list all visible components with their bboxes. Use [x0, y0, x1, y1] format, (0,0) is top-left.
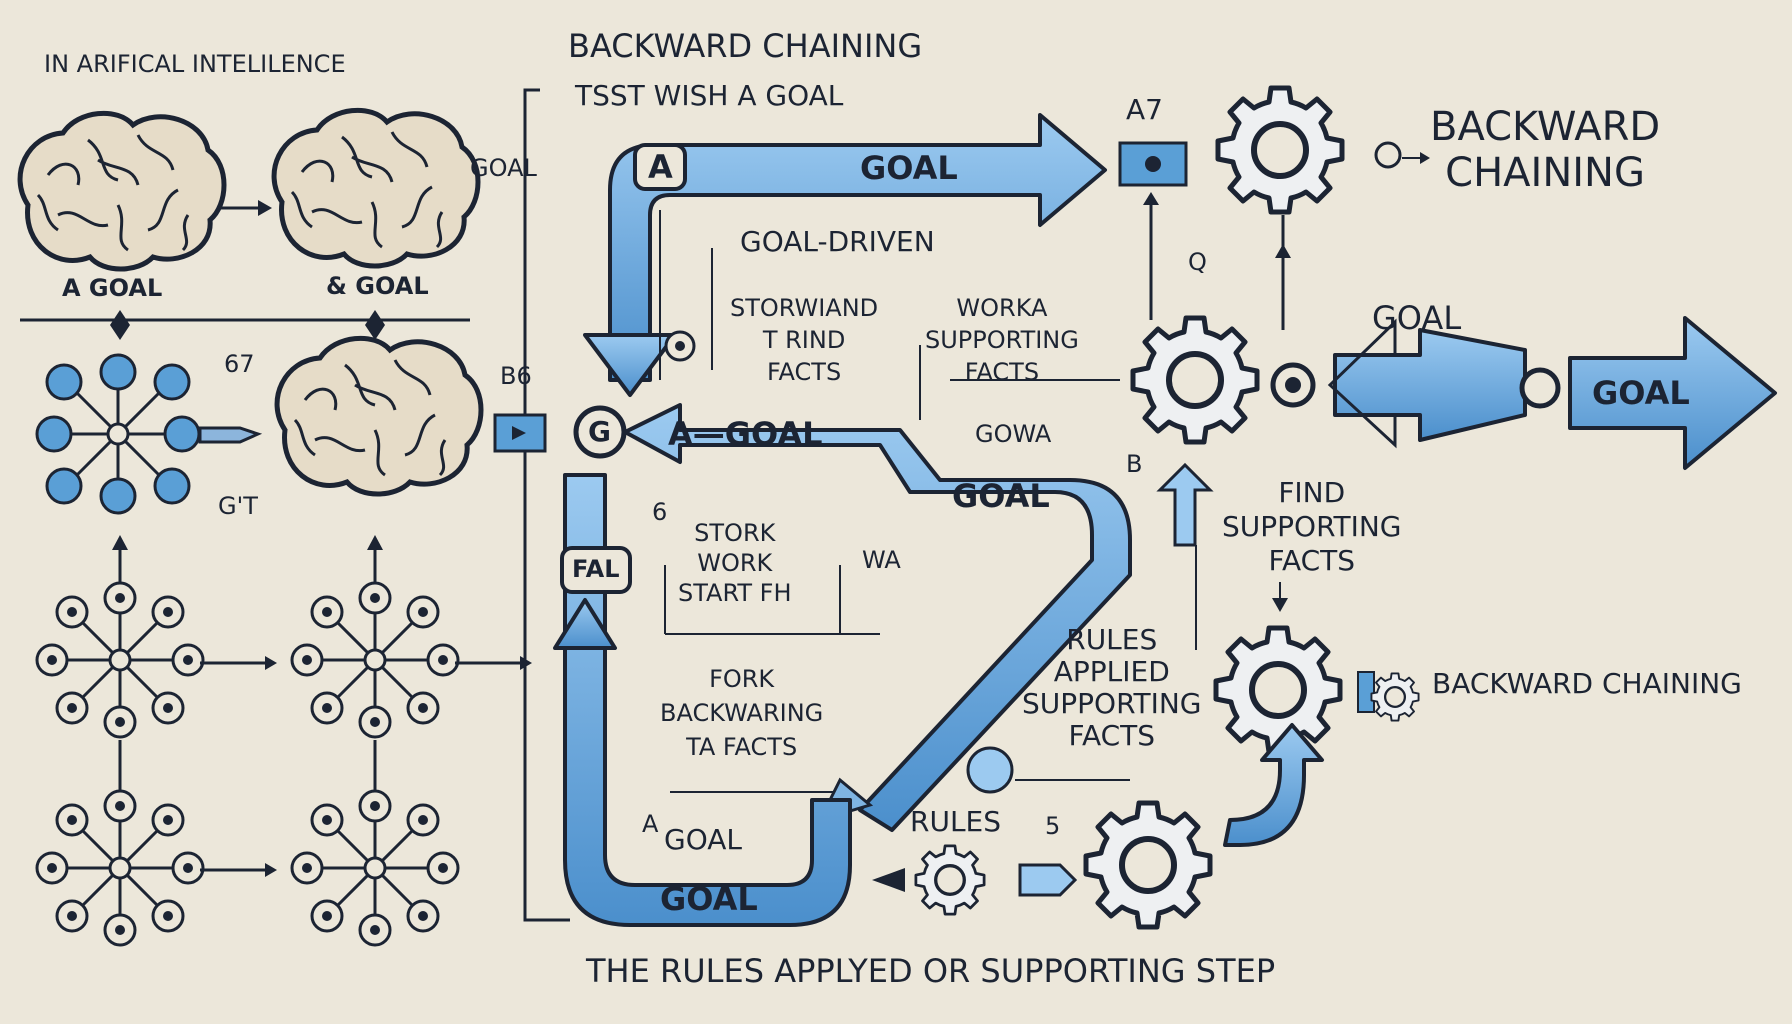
frame-bracket — [523, 88, 570, 922]
mid-arrow-label: A—GOAL — [668, 415, 823, 453]
network-node-blue — [35, 353, 201, 515]
arrowhead-icon — [1420, 152, 1430, 164]
small-blue-node — [966, 746, 1014, 794]
b-letter: B — [1126, 450, 1143, 478]
b-label: 5 — [1045, 812, 1061, 840]
node-g-circle — [573, 405, 627, 459]
down-arrowhead-icon — [583, 333, 677, 397]
fal-label: FAL — [572, 555, 620, 583]
node-a-label: A — [648, 148, 673, 186]
a7-label: A7 — [1126, 93, 1163, 126]
arrowhead-icon — [872, 868, 905, 892]
q-label: Q — [1188, 248, 1207, 276]
arrowhead-icon — [265, 863, 277, 877]
small-node-dot — [1145, 156, 1161, 172]
left-arrow-icon — [1333, 328, 1527, 442]
brain2-label: & GOAL — [326, 272, 429, 300]
label-gt: G'T — [218, 492, 258, 520]
arrowhead-icon — [258, 200, 272, 216]
arrowhead-icon — [112, 535, 128, 550]
arrowhead-icon — [367, 535, 383, 550]
diamond-icon — [110, 310, 130, 340]
up-arrowhead-icon — [553, 598, 617, 650]
brain1-label: A GOAL — [62, 274, 163, 302]
gear-icon — [1218, 88, 1342, 212]
backward-chaining-label: BACKWARD CHAINING — [1432, 667, 1742, 700]
small-node-dot — [675, 341, 685, 351]
a-goal-label: GOAL — [664, 823, 742, 856]
diamond-icon — [365, 310, 385, 340]
arrowhead-icon — [1272, 598, 1288, 612]
goal-arrow-loop — [563, 473, 852, 927]
network-node — [290, 789, 460, 947]
up-arrow-icon — [1156, 462, 1214, 547]
top-arrow-label: GOAL — [860, 149, 958, 187]
diag-arrow-label: GOAL — [952, 477, 1050, 515]
goal-label-left: GOAL — [470, 154, 537, 182]
gear-icon — [1216, 628, 1340, 752]
arrow-icon — [198, 426, 263, 444]
diagram-title: BACKWARD CHAINING — [568, 27, 923, 65]
six-label: 6 — [652, 498, 668, 526]
node-a-box — [633, 143, 687, 191]
small-node-icon — [1374, 141, 1402, 169]
network-node — [290, 581, 460, 739]
goal-arrow-middle — [623, 403, 1132, 832]
rules-label: RULES — [910, 805, 1002, 838]
wa-label: WA — [862, 546, 901, 574]
gear-icon — [1086, 803, 1210, 927]
arrow-icon — [1018, 863, 1078, 897]
node-dot — [1285, 377, 1301, 393]
node-circle — [1519, 367, 1561, 409]
brain-icon-2 — [274, 110, 478, 266]
arrowhead-icon — [265, 656, 277, 670]
small-box — [1357, 671, 1375, 713]
brain-icon-3 — [277, 338, 481, 494]
arrowhead-icon — [1143, 192, 1159, 205]
node-g-label: G — [588, 415, 611, 448]
arrowhead-icon — [1275, 244, 1291, 258]
left-arrowhead-icon — [1327, 318, 1397, 449]
curved-up-arrow-icon — [1223, 723, 1324, 847]
goal-label-right: GOAL — [1372, 299, 1462, 337]
top-left-label: IN ARIFICAL INTELILENCE — [44, 50, 346, 78]
goal-arrow-right — [1568, 316, 1777, 470]
a-letter: A — [642, 810, 659, 838]
small-gear-icon — [914, 844, 986, 916]
goal-arrow-right-label: GOAL — [1592, 374, 1690, 412]
label-b6: B6 — [500, 362, 532, 390]
goal-driven-label: GOAL-DRIVEN — [740, 225, 935, 258]
small-gear-icon — [1370, 672, 1420, 722]
footer-caption: THE RULES APPLYED OR SUPPORTING STEP — [586, 952, 1276, 990]
network-node — [35, 581, 205, 739]
play-icon — [512, 426, 526, 440]
subtitle: TSST WISH A GOAL — [575, 79, 844, 112]
bottom-arrow-label: GOAL — [660, 880, 758, 918]
goal-arrow-top — [608, 113, 1107, 382]
gowa-label: GOWA — [975, 420, 1052, 448]
brain-icon-1 — [20, 113, 224, 269]
fal-box — [560, 546, 632, 594]
label-67: 67 — [224, 350, 255, 378]
network-node — [35, 789, 205, 947]
gear-icon — [1133, 318, 1257, 442]
